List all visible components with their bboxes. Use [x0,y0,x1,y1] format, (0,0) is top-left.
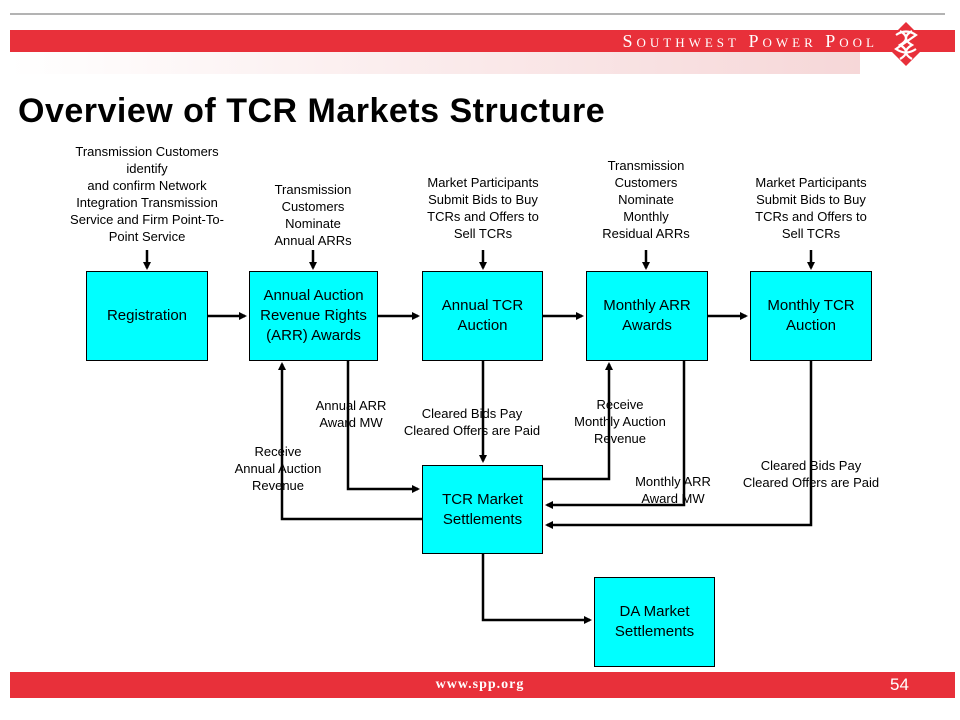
tcr-settlements-box: TCR Market Settlements [422,465,543,554]
registration-box: Registration [86,271,208,361]
monthly-arr-label: Monthly ARR Awards [603,297,691,334]
annual-arr-box: Annual Auction Revenue Rights (ARR) Awar… [249,271,378,361]
label-monthly-arr-award-mw: Monthly ARR Award MW [635,474,711,506]
arrow-monthly-tcr-settlements [545,360,813,529]
da-settlements-box: DA Market Settlements [594,577,715,667]
arrow-receive-annual-revenue [278,362,422,521]
label-cleared-annual: Cleared Bids Pay Cleared Offers are Paid [403,406,541,438]
annual-tcr-label: Annual TCR Auction [441,297,524,334]
brand-name: Southwest Power Pool [622,31,878,51]
label-monthly-tcr-input: Market Participants Submit Bids to Buy T… [755,175,867,241]
registration-label: Registration [106,307,188,324]
header-banner [10,30,955,52]
label-annual-tcr-input: Market Participants Submit Bids to Buy T… [427,175,539,241]
top-divider [10,13,945,15]
label-registration-input: Transmission Customers identify and conf… [70,144,224,244]
label-cleared-monthly: Cleared Bids Pay Cleared Offers are Paid [742,458,880,490]
footer-banner [10,672,955,698]
arrow-settlements-da [481,554,592,624]
arrow-annual-arr-award-mw [346,360,420,493]
banner-fade [10,52,860,74]
page-number: 54 [890,675,909,694]
label-receive-monthly-revenue: Receive Monthly Auction Revenue [574,397,666,446]
tcr-settlements-label: TCR Market Settlements [442,490,523,528]
annual-arr-label: Annual Auction Revenue Rights (ARR) Awar… [260,287,367,344]
monthly-tcr-box: Monthly TCR Auction [750,271,872,361]
page-title: Overview of TCR Markets Structure [18,92,606,130]
label-monthly-arr-input: Transmission Customers Nominate Monthly … [602,158,690,241]
footer-url: www.spp.org [435,677,525,692]
arrow-monthly-arr-award-mw [545,360,686,509]
monthly-tcr-label: Monthly TCR Auction [767,297,855,334]
annual-tcr-box: Annual TCR Auction [422,271,543,361]
arrow-receive-monthly-revenue [543,362,613,481]
da-settlements-label: DA Market Settlements [614,603,695,640]
spp-logo-icon [884,22,928,66]
label-annual-arr-input: Transmission Customers Nominate Annual A… [274,182,352,248]
label-receive-annual-revenue: Receive Annual Auction Revenue [234,444,322,493]
label-annual-arr-award-mw: Annual ARR Award MW [315,398,387,430]
monthly-arr-box: Monthly ARR Awards [586,271,708,361]
